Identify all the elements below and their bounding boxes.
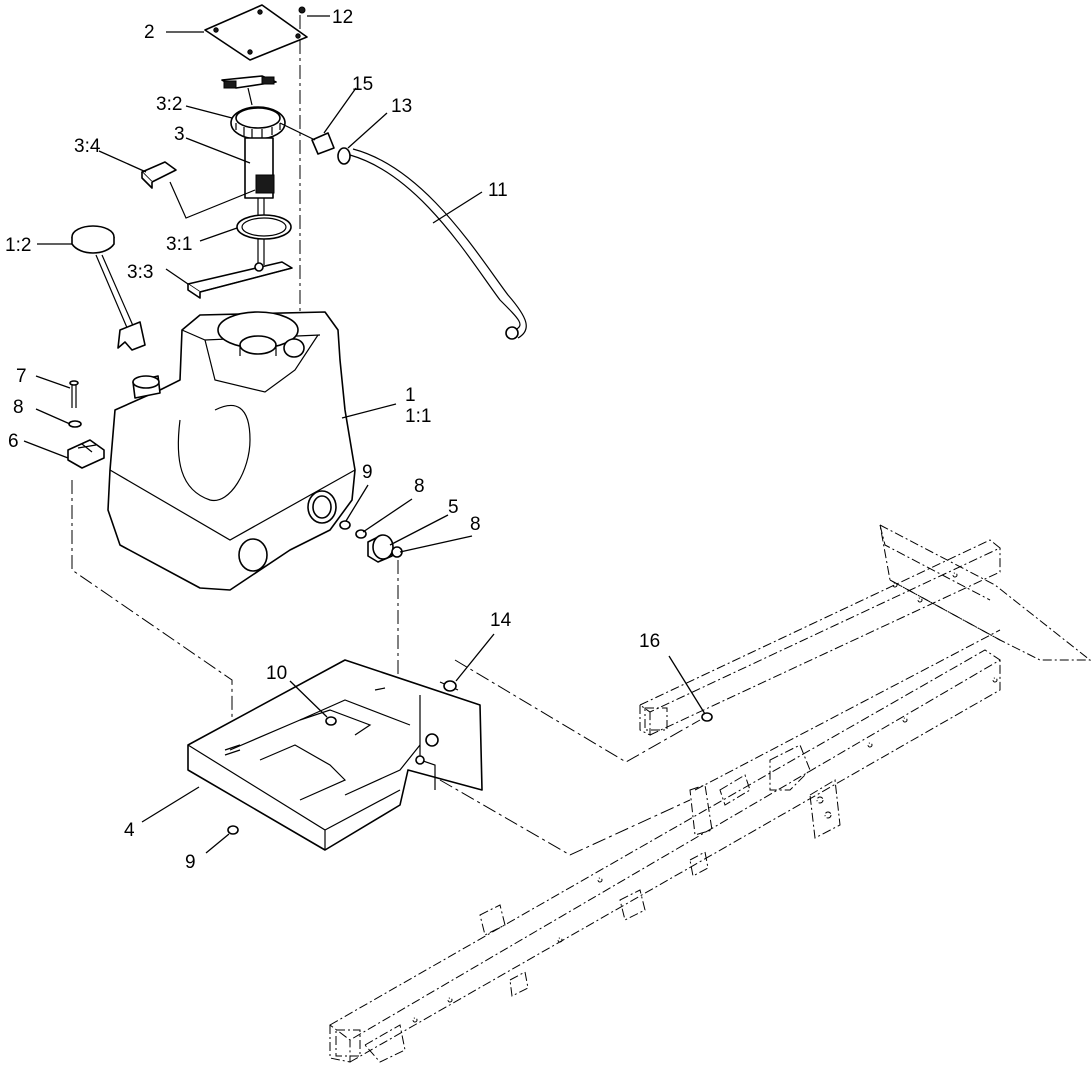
callout-12: 12 [332,7,353,28]
filter [187,261,293,299]
callout-8-right: 8 [470,514,481,535]
callout-1-1: 1:1 [405,406,431,427]
callout-1: 1 [405,385,416,406]
callout-13: 13 [391,96,412,117]
fitting-15 [279,122,335,155]
callout-3-1: 3:1 [166,234,192,255]
callout-3-3: 3:3 [127,262,153,283]
callout-2: 2 [144,22,155,43]
callout-1-2: 1:2 [5,235,31,256]
callout-11: 11 [488,180,508,201]
bolt-14 [439,680,459,692]
callout-3: 3 [174,124,185,145]
callout-7: 7 [16,366,27,387]
callout-15: 15 [352,74,373,95]
bumper-5 [367,534,394,563]
fuel-cap [71,225,146,351]
gasket [236,214,292,240]
callout-4: 4 [124,820,135,841]
washer-9-right [339,520,351,530]
callout-8-mid: 8 [414,476,425,497]
tank-tray [187,659,483,851]
leader-lines [23,15,706,854]
nut-10 [325,716,337,726]
callout-3-4: 3:4 [74,136,101,157]
bolt-7 [69,380,79,408]
callout-8-left: 8 [13,397,24,418]
callout-10: 10 [266,663,287,684]
callout-labels: 2 12 3:2 15 13 3 3:4 11 1:2 3:1 3:3 7 8 … [5,7,660,873]
washer-8-left [68,420,82,428]
nut-9-lower [227,825,239,835]
nut-16 [701,712,713,722]
callout-6: 6 [8,431,19,452]
fuel-sender-assembly [141,75,286,265]
cover-plate [204,4,308,61]
clamp-13 [337,147,351,165]
fuel-tank [107,311,356,591]
callout-14: 14 [490,610,512,631]
callout-3-2: 3:2 [156,94,182,115]
bracket-6 [67,439,105,469]
screw-12 [298,6,306,14]
chassis-frame [329,524,1091,1063]
fuel-hose [349,148,527,340]
callout-9-lower: 9 [185,852,196,873]
callout-16: 16 [639,631,660,652]
callout-5: 5 [448,497,459,518]
callout-9-right: 9 [362,462,373,483]
